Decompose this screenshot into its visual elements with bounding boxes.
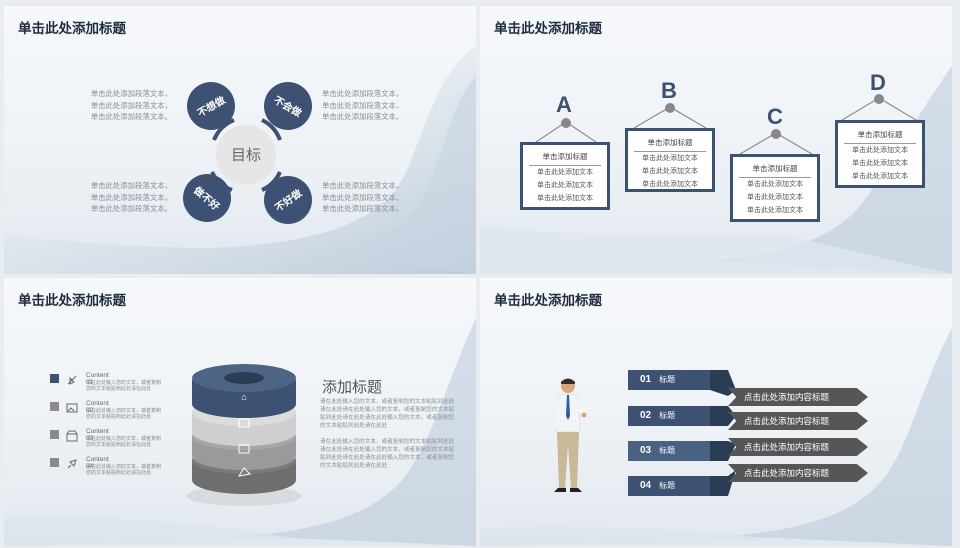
paragraph-top-left[interactable]: 单击此处添加段落文本，单击此处添加段落文本，单击此处添加段落文本。 bbox=[90, 89, 172, 121]
content-arrow-2[interactable]: 点击此处添加内容标题 bbox=[728, 412, 868, 430]
sign-c[interactable]: 单击添加标题 单击此处添加文本单击此处添加文本单击此处添加文本 bbox=[730, 154, 820, 222]
rocket-icon bbox=[67, 459, 77, 469]
paragraph-bottom-right[interactable]: 单击此处添加段落文本，单击此处添加段落文本，单击此处添加段落文本。 bbox=[322, 181, 404, 213]
content-arrow-1[interactable]: 点击此处添加内容标题 bbox=[728, 388, 868, 406]
sign-strings bbox=[535, 94, 917, 155]
wave-background bbox=[480, 328, 952, 546]
stacked-cylinder: ⌂ bbox=[186, 364, 302, 506]
goal-cycle-diagram: 目标 不想做 不会做 做不好 不好做 bbox=[183, 82, 312, 224]
content-arrow-4[interactable]: 点击此处添加内容标题 bbox=[728, 464, 868, 482]
store-icon bbox=[238, 444, 250, 454]
sign-b[interactable]: 单击添加标题 单击此处添加文本单击此处添加文本单击此处添加文本 bbox=[625, 128, 715, 192]
paragraph-bottom-left[interactable]: 单击此处添加段落文本，单击此处添加段落文本，单击此处添加段落文本。 bbox=[90, 181, 172, 213]
slide-2[interactable]: 单击此处添加标题 A 单击添加标题 单击此处添加文本单击此处添加文本单击此处添加… bbox=[480, 6, 952, 274]
petal-bottom-left bbox=[183, 174, 231, 222]
sign-a[interactable]: 单击添加标题 单击此处添加文本单击此处添加文本单击此处添加文本 bbox=[520, 142, 610, 210]
wave-background bbox=[4, 46, 476, 274]
store-icon bbox=[66, 430, 78, 442]
businessman-figure bbox=[554, 378, 587, 492]
bullet-square bbox=[50, 402, 59, 411]
slide-title[interactable]: 单击此处添加标题 bbox=[494, 293, 602, 308]
sign-d[interactable]: 单击添加标题 单击此处添加文本单击此处添加文本单击此处添加文本 bbox=[835, 120, 925, 188]
sign-letter-c: C bbox=[767, 104, 783, 129]
text-block-title[interactable]: 添加标题 bbox=[322, 379, 383, 396]
slide-1[interactable]: 单击此处添加标题 目标 不想做 不会做 做不好 不好做 单击此处添加段落文本，单… bbox=[4, 6, 476, 274]
wave-background bbox=[480, 66, 952, 274]
center-circle bbox=[216, 125, 276, 185]
connector-folds bbox=[710, 370, 736, 496]
petal-top-right bbox=[264, 82, 312, 130]
wave-background bbox=[4, 318, 476, 546]
slide-title[interactable]: 单击此处添加标题 bbox=[18, 293, 126, 308]
content-arrow-3[interactable]: 点击此处添加内容标题 bbox=[728, 438, 868, 456]
sign-letter-b: B bbox=[661, 78, 677, 103]
bullet-square bbox=[50, 374, 59, 383]
sign-letter-a: A bbox=[556, 92, 572, 117]
slide-title[interactable]: 单击此处添加标题 bbox=[494, 21, 602, 36]
image-icon bbox=[66, 403, 78, 413]
bell-icon: ⌂ bbox=[241, 392, 246, 402]
rocket-icon bbox=[237, 467, 252, 477]
petal-bottom-right bbox=[264, 176, 312, 224]
petal-top-left bbox=[187, 82, 235, 130]
bullet-square bbox=[50, 458, 59, 467]
center-label: 目标 bbox=[231, 147, 261, 164]
slide-3[interactable]: 单击此处添加标题 Content 01 请在此处输入您的文本，或者复制您的文本粘… bbox=[4, 278, 476, 546]
paragraph-top-right[interactable]: 单击此处添加段落文本，单击此处添加段落文本，单击此处添加段落文本。 bbox=[322, 89, 404, 121]
bullet-square bbox=[50, 430, 59, 439]
text-paragraph-1[interactable]: 请在此处输入您的文本，或者复制您的文本粘贴到此处请在此处请在此处输入您的文本，或… bbox=[320, 399, 455, 429]
text-paragraph-2[interactable]: 请在此处输入您的文本，或者复制您的文本粘贴到此处请在此处请在此处输入您的文本，或… bbox=[320, 439, 455, 469]
image-icon bbox=[238, 418, 250, 428]
bell-icon bbox=[67, 375, 77, 385]
slide-title[interactable]: 单击此处添加标题 bbox=[18, 21, 126, 36]
sign-letter-d: D bbox=[870, 70, 886, 95]
